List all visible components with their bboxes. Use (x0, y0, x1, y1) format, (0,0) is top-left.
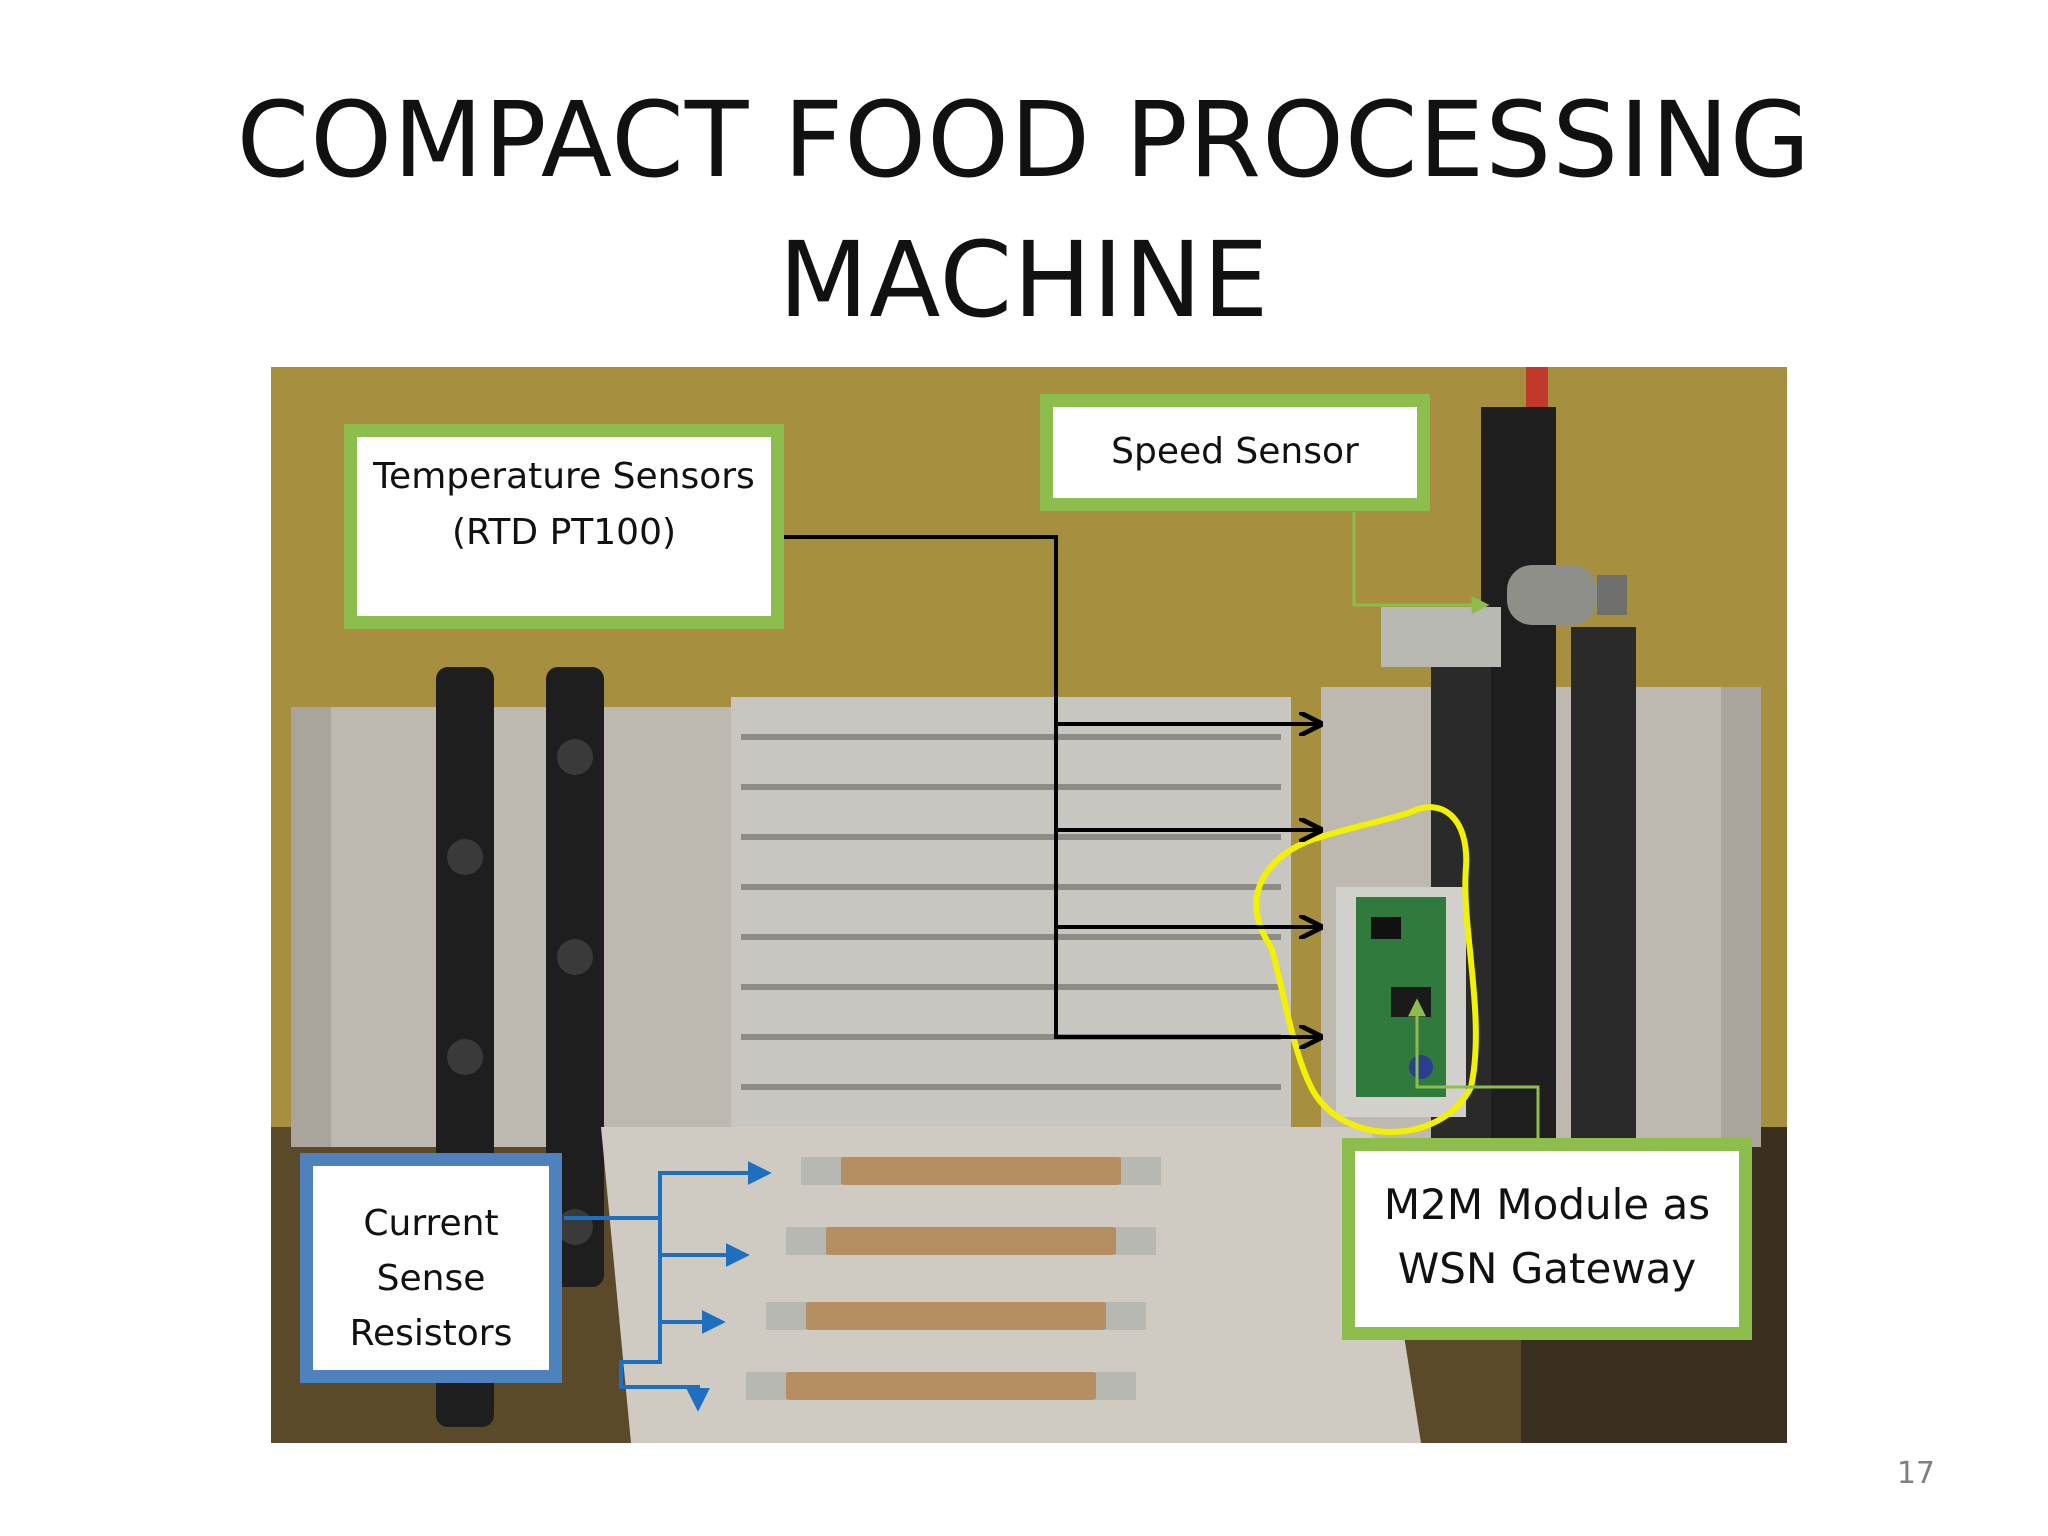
m2m-highlight-outline (1253, 804, 1479, 1135)
temperature-label-line-1: Temperature Sensors (373, 456, 755, 497)
chip-1 (1371, 917, 1401, 939)
m2m-module-label: M2M Module as WSN Gateway (1342, 1138, 1752, 1340)
heater-coil-1 (801, 1157, 1161, 1185)
page-number: 17 (1896, 1456, 1935, 1491)
current-label-line-1: Current (363, 1203, 499, 1244)
current-sense-label: Current Sense Resistors (300, 1153, 562, 1383)
speed-pointer (1352, 512, 1490, 614)
m2m-label-line-2: WSN Gateway (1397, 1244, 1697, 1293)
temperature-sensors-label: Temperature Sensors (RTD PT100) (344, 424, 784, 629)
right-post (1481, 407, 1556, 1227)
heater-coil-2 (786, 1227, 1156, 1255)
temperature-pointers (779, 535, 1318, 1037)
title-line-2: MACHINE (778, 219, 1270, 341)
middle-trough (731, 697, 1291, 1167)
current-label-line-2: Sense (376, 1258, 486, 1299)
current-label-line-3: Resistors (349, 1313, 513, 1354)
chip-2 (1391, 987, 1431, 1017)
heater-coil-3 (766, 1302, 1146, 1330)
capacitor (1409, 1055, 1433, 1079)
title-line-1: COMPACT FOOD PROCESSING (236, 79, 1812, 201)
motor-mount (1381, 607, 1501, 667)
speed-label-text: Speed Sensor (1111, 431, 1359, 472)
motor-cap (1597, 575, 1627, 615)
m2m-pointer (1408, 998, 1540, 1170)
current-pointers (564, 1161, 772, 1412)
m2m-label-line-1: M2M Module as (1383, 1180, 1711, 1229)
right-strap-2 (1571, 627, 1636, 1187)
left-board (291, 707, 731, 1147)
slide-title: COMPACT FOOD PROCESSING MACHINE (0, 70, 2048, 350)
speed-sensor-label: Speed Sensor (1040, 394, 1430, 511)
post-cap (1526, 367, 1548, 407)
heater-tray (601, 1127, 1421, 1443)
left-board-shade (291, 707, 331, 1147)
right-board-shade (1721, 687, 1761, 1147)
left-strap-2 (546, 667, 604, 1287)
temperature-label-line-2: (RTD PT100) (451, 512, 677, 553)
motor-body (1507, 565, 1597, 625)
heater-coil-4 (746, 1372, 1136, 1400)
